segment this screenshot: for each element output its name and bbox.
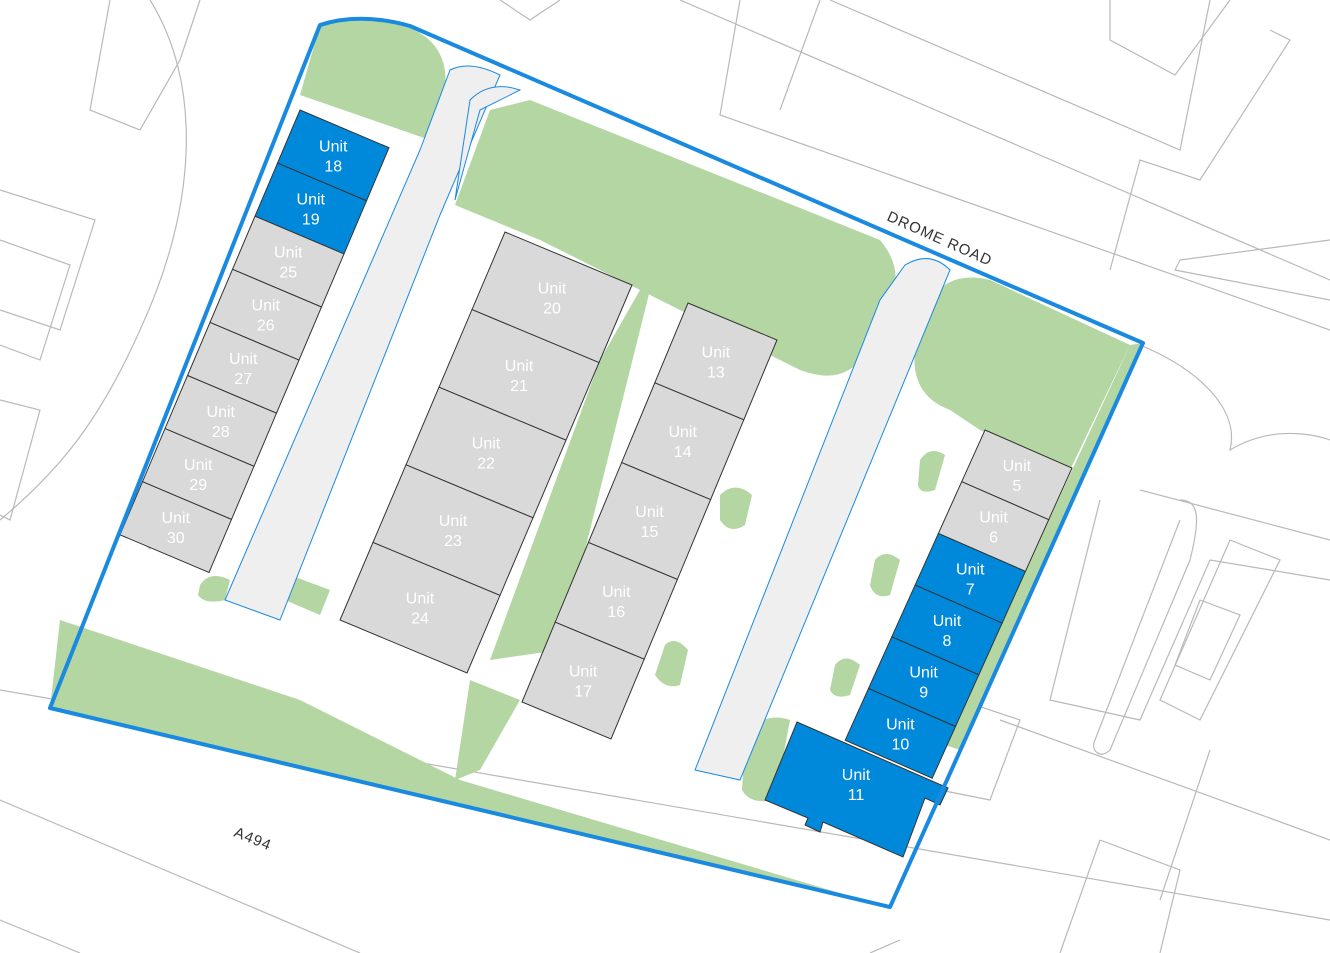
unit-24-footprint[interactable] — [339, 541, 501, 674]
unit-17-footprint[interactable] — [521, 621, 645, 740]
unit-11-footprint[interactable] — [764, 721, 949, 858]
unit-10-footprint[interactable] — [844, 687, 957, 779]
a494-road-label: A494 — [232, 824, 275, 854]
internal-roads — [224, 65, 951, 781]
site-boundary — [48, 16, 1145, 909]
